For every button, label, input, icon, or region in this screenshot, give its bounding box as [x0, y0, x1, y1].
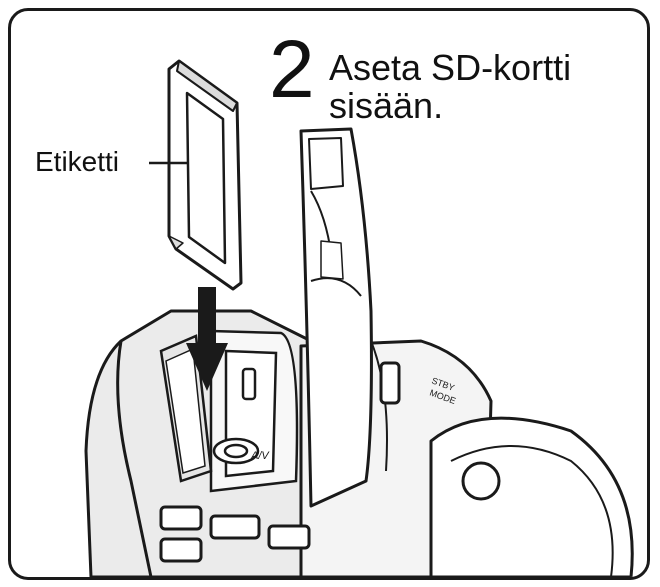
camcorder-diagram: STBY MODE A/V [84, 59, 634, 577]
svg-text:A/V: A/V [250, 450, 270, 462]
sd-card-inserted [159, 334, 213, 483]
label-callout: Etiketti [35, 146, 120, 177]
slot-cover-flap [299, 127, 373, 508]
down-arrow-icon [186, 287, 228, 391]
sd-card [167, 59, 243, 291]
card-slot-compartment: A/V [209, 329, 299, 493]
step-number: 2 [269, 24, 315, 115]
step-instruction: Aseta SD-kortti sisään. [329, 47, 572, 126]
instruction-panel: STBY MODE A/V [8, 8, 650, 580]
